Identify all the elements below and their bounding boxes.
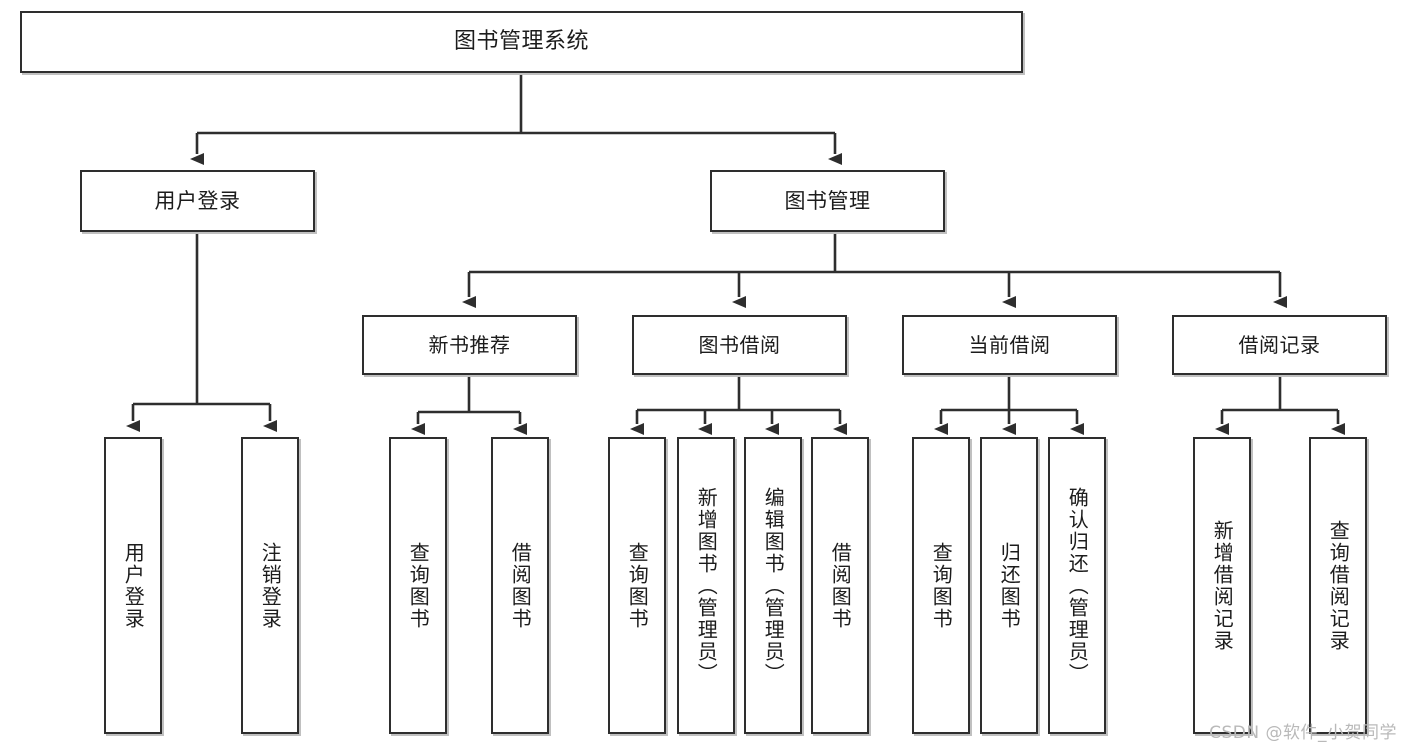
leaf-record-add-label: 新增借阅记录	[1210, 519, 1235, 652]
node-book-borrow-label: 图书借阅	[698, 332, 781, 357]
leaf-record-query-label: 查询借阅记录	[1326, 519, 1351, 652]
leaf-current-return-book[interactable]: 归还图书	[980, 437, 1038, 734]
csdn-watermark: CSDN @软件_小贺同学	[1209, 723, 1397, 743]
leaf-current-query-book-label: 查询图书	[929, 541, 954, 630]
node-new-book-recommend-label: 新书推荐	[428, 332, 511, 357]
leaf-borrow-add-book-label: 新增图书（管理员）	[694, 486, 719, 685]
node-root-label: 图书管理系统	[453, 29, 589, 55]
node-borrow-record-label: 借阅记录	[1238, 332, 1321, 357]
node-book-manage[interactable]: 图书管理	[710, 170, 945, 232]
node-user-login[interactable]: 用户登录	[80, 170, 315, 232]
node-root[interactable]: 图书管理系统	[20, 11, 1023, 73]
leaf-user-login-logout-label: 注销登录	[258, 541, 283, 630]
leaf-user-login-logout[interactable]: 注销登录	[241, 437, 299, 734]
leaf-borrow-query-book[interactable]: 查询图书	[608, 437, 666, 734]
leaf-record-query[interactable]: 查询借阅记录	[1309, 437, 1367, 734]
leaf-record-add[interactable]: 新增借阅记录	[1193, 437, 1251, 734]
leaf-new-book-borrow[interactable]: 借阅图书	[491, 437, 549, 734]
leaf-user-login-login[interactable]: 用户登录	[104, 437, 162, 734]
leaf-current-query-book[interactable]: 查询图书	[912, 437, 970, 734]
node-book-manage-label: 图书管理	[784, 188, 871, 213]
node-current-borrow[interactable]: 当前借阅	[902, 315, 1117, 375]
node-current-borrow-label: 当前借阅	[968, 332, 1051, 357]
leaf-new-book-query[interactable]: 查询图书	[389, 437, 447, 734]
leaf-current-confirm-return-label: 确认归还（管理员）	[1065, 486, 1090, 685]
leaf-current-return-book-label: 归还图书	[997, 541, 1022, 630]
leaf-current-confirm-return[interactable]: 确认归还（管理员）	[1048, 437, 1106, 734]
node-book-borrow[interactable]: 图书借阅	[632, 315, 847, 375]
leaf-new-book-query-label: 查询图书	[406, 541, 431, 630]
leaf-borrow-query-book-label: 查询图书	[625, 541, 650, 630]
node-new-book-recommend[interactable]: 新书推荐	[362, 315, 577, 375]
leaf-user-login-login-label: 用户登录	[121, 541, 146, 630]
node-user-login-label: 用户登录	[154, 188, 241, 213]
leaf-borrow-edit-book[interactable]: 编辑图书（管理员）	[744, 437, 802, 734]
leaf-borrow-edit-book-label: 编辑图书（管理员）	[761, 486, 786, 685]
leaf-new-book-borrow-label: 借阅图书	[508, 541, 533, 630]
leaf-borrow-add-book[interactable]: 新增图书（管理员）	[677, 437, 735, 734]
node-borrow-record[interactable]: 借阅记录	[1172, 315, 1387, 375]
leaf-borrow-borrow-book-label: 借阅图书	[828, 541, 853, 630]
leaf-borrow-borrow-book[interactable]: 借阅图书	[811, 437, 869, 734]
